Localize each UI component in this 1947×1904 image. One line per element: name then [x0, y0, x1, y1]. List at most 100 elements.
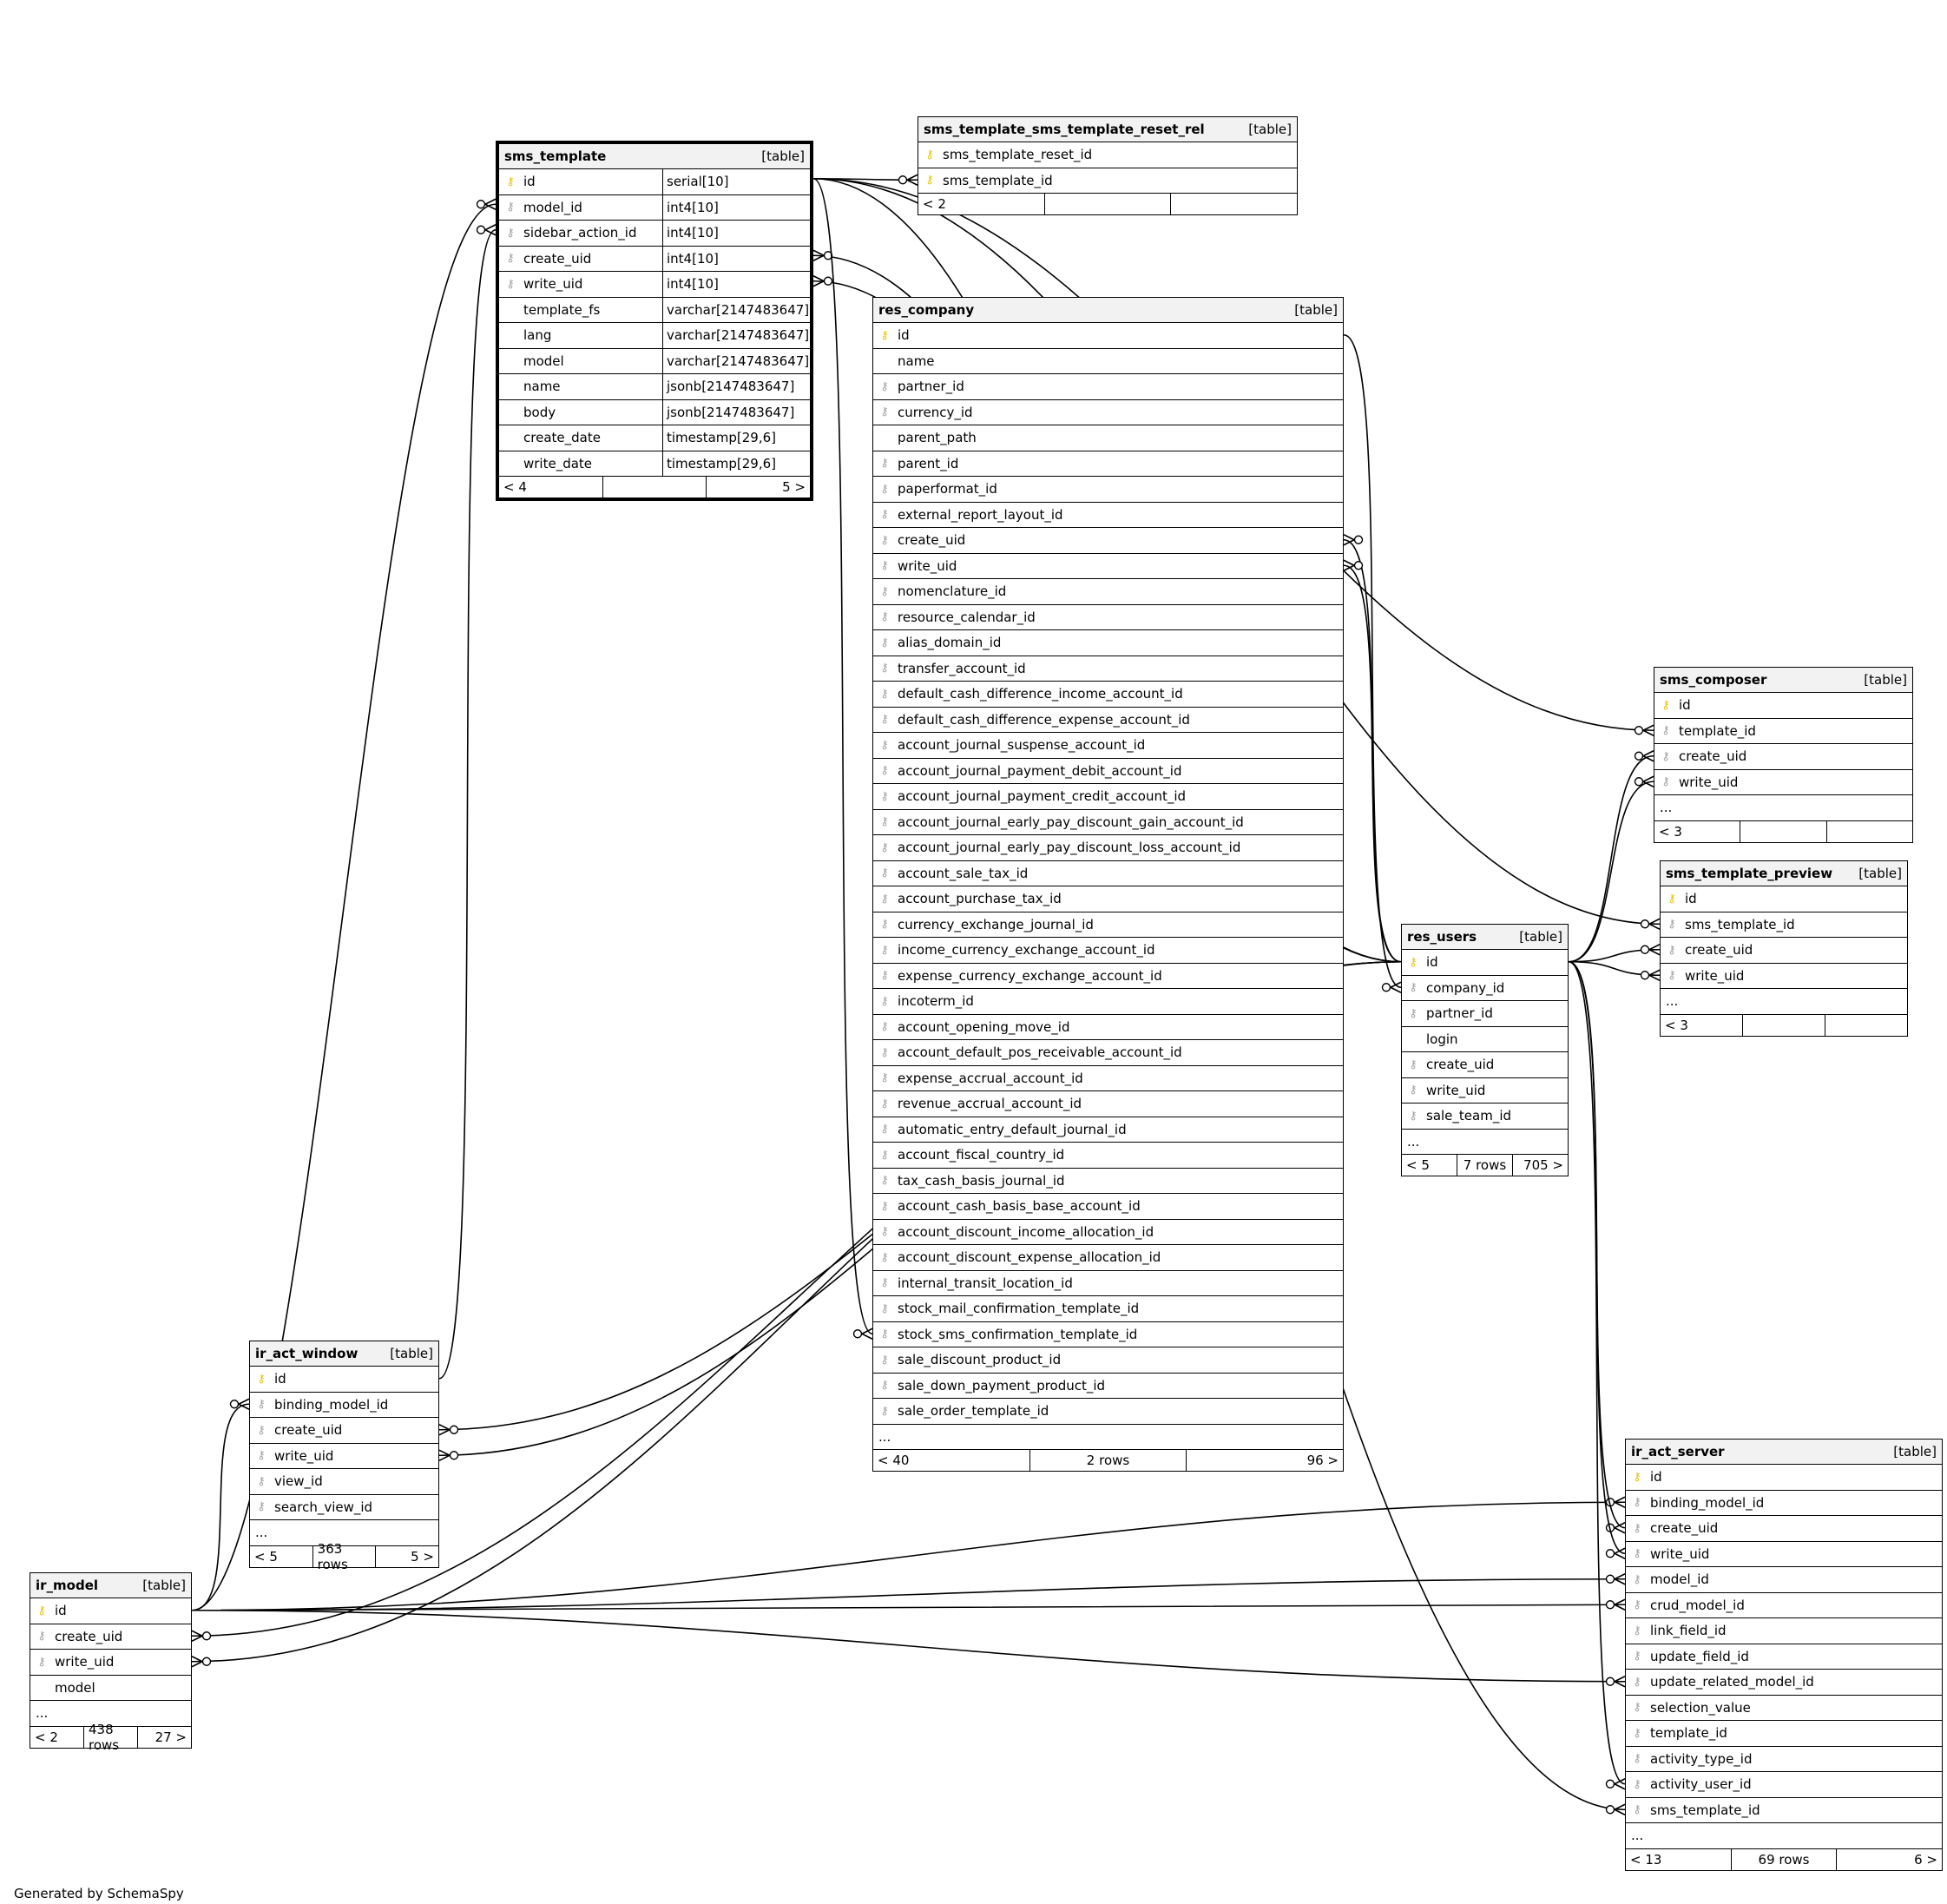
column-row-default-cash-difference-income-account-id[interactable]: ⚷default_cash_difference_income_account_… — [873, 682, 1343, 708]
table-name[interactable]: res_users — [1407, 929, 1477, 945]
column-row-partner-id[interactable]: ⚷partner_id — [1402, 1001, 1568, 1027]
table-name[interactable]: sms_template_sms_template_reset_rel — [924, 122, 1205, 137]
column-row-write-uid[interactable]: ⚷write_uid — [30, 1650, 191, 1676]
column-row-nomenclature-id[interactable]: ⚷nomenclature_id — [873, 579, 1343, 605]
table-sms-template-preview[interactable]: sms_template_preview[table]⚷id⚷sms_templ… — [1660, 860, 1908, 1037]
column-row-create-uid[interactable]: ⚷create_uid — [1661, 938, 1907, 964]
table-ir-act-window[interactable]: ir_act_window[table]⚷id⚷binding_model_id… — [249, 1341, 439, 1572]
column-row-update-related-model-id[interactable]: ⚷update_related_model_id — [1626, 1670, 1942, 1696]
parents-count-link[interactable]: < 3 — [1661, 1014, 1743, 1036]
column-row-account-journal-early-pay-discount-loss-account-id[interactable]: ⚷account_journal_early_pay_discount_loss… — [873, 835, 1343, 861]
column-row-template-id[interactable]: ⚷template_id — [1654, 719, 1912, 744]
table-sms-template-sms-template-reset-rel[interactable]: sms_template_sms_template_reset_rel[tabl… — [918, 116, 1298, 215]
column-row-tax-cash-basis-journal-id[interactable]: ⚷tax_cash_basis_journal_id — [873, 1169, 1343, 1194]
column-row-incoterm-id[interactable]: ⚷incoterm_id — [873, 989, 1343, 1015]
column-row-link-field-id[interactable]: ⚷link_field_id — [1626, 1618, 1942, 1644]
parents-count-link[interactable]: < 5 — [1402, 1155, 1457, 1176]
parents-count-link[interactable]: < 40 — [873, 1450, 1030, 1471]
more-columns-ellipsis[interactable]: ... — [30, 1701, 191, 1727]
parents-count-link[interactable]: < 13 — [1626, 1848, 1732, 1870]
column-row-create-uid[interactable]: ⚷create_uid — [1654, 744, 1912, 770]
children-count-link[interactable]: 5 > — [411, 1548, 435, 1565]
column-row-sms-template-id[interactable]: ⚷sms_template_id — [1626, 1798, 1942, 1823]
parents-count-link[interactable]: < 3 — [1654, 820, 1741, 842]
column-row-partner-id[interactable]: ⚷partner_id — [873, 374, 1343, 400]
column-row-sale-order-template-id[interactable]: ⚷sale_order_template_id — [873, 1399, 1343, 1425]
column-row-account-discount-income-allocation-id[interactable]: ⚷account_discount_income_allocation_id — [873, 1220, 1343, 1245]
column-row-create-uid[interactable]: ⚷create_uid — [1626, 1516, 1942, 1542]
column-row-create-uid[interactable]: ⚷create_uid — [250, 1418, 438, 1444]
column-row-default-cash-difference-expense-account-id[interactable]: ⚷default_cash_difference_expense_account… — [873, 708, 1343, 733]
column-row-account-journal-suspense-account-id[interactable]: ⚷account_journal_suspense_account_id — [873, 733, 1343, 759]
more-columns-ellipsis[interactable]: ... — [1402, 1130, 1568, 1155]
more-columns-ellipsis[interactable]: ... — [1661, 989, 1907, 1015]
column-row-write-uid[interactable]: ⚷write_uid — [1626, 1542, 1942, 1567]
column-row-stock-sms-confirmation-template-id[interactable]: ⚷stock_sms_confirmation_template_id — [873, 1322, 1343, 1347]
column-row-crud-model-id[interactable]: ⚷crud_model_id — [1626, 1593, 1942, 1618]
table-ir-act-server[interactable]: ir_act_server[table]⚷id⚷binding_model_id… — [1625, 1439, 1943, 1871]
column-row-account-purchase-tax-id[interactable]: ⚷account_purchase_tax_id — [873, 886, 1343, 912]
table-name[interactable]: ir_act_window — [255, 1346, 358, 1361]
children-count-link[interactable]: 96 > — [1306, 1453, 1339, 1468]
column-row-expense-accrual-account-id[interactable]: ⚷expense_accrual_account_id — [873, 1066, 1343, 1091]
column-row-sms-template-id[interactable]: ⚷sms_template_id — [918, 168, 1297, 194]
column-row-binding-model-id[interactable]: ⚷binding_model_id — [1626, 1491, 1942, 1516]
column-row-sms-template-id[interactable]: ⚷sms_template_id — [1661, 912, 1907, 938]
table-header[interactable]: ir_act_window[table] — [250, 1341, 438, 1367]
column-row-account-journal-payment-credit-account-id[interactable]: ⚷account_journal_payment_credit_account_… — [873, 784, 1343, 810]
table-name[interactable]: sms_composer — [1660, 672, 1767, 688]
more-columns-ellipsis[interactable]: ... — [1654, 795, 1912, 821]
column-row-automatic-entry-default-journal-id[interactable]: ⚷automatic_entry_default_journal_id — [873, 1117, 1343, 1143]
table-sms-composer[interactable]: sms_composer[table]⚷id⚷template_id⚷creat… — [1654, 667, 1913, 843]
column-row-currency-id[interactable]: ⚷currency_id — [873, 400, 1343, 425]
parents-count-link[interactable]: < 5 — [250, 1545, 313, 1567]
table-header[interactable]: ir_model[table] — [30, 1573, 191, 1598]
table-header[interactable]: res_company[table] — [873, 298, 1343, 323]
more-columns-ellipsis[interactable]: ... — [250, 1520, 438, 1546]
table-name[interactable]: ir_model — [36, 1578, 99, 1593]
column-row-sale-discount-product-id[interactable]: ⚷sale_discount_product_id — [873, 1347, 1343, 1374]
column-row-account-sale-tax-id[interactable]: ⚷account_sale_tax_id — [873, 861, 1343, 886]
parents-count-link[interactable]: < 2 — [30, 1726, 84, 1748]
column-row-account-opening-move-id[interactable]: ⚷account_opening_move_id — [873, 1015, 1343, 1040]
children-count-link[interactable] — [1825, 1015, 1907, 1036]
children-count-link[interactable]: 6 > — [1914, 1851, 1938, 1868]
column-row-paperformat-id[interactable]: ⚷paperformat_id — [873, 477, 1343, 503]
children-count-link[interactable] — [1171, 194, 1297, 214]
column-row-income-currency-exchange-account-id[interactable]: ⚷income_currency_exchange_account_id — [873, 938, 1343, 964]
column-row-sale-down-payment-product-id[interactable]: ⚷sale_down_payment_product_id — [873, 1374, 1343, 1399]
column-row-id[interactable]: ⚷id — [1402, 950, 1568, 976]
column-row-account-journal-early-pay-discount-gain-account-id[interactable]: ⚷account_journal_early_pay_discount_gain… — [873, 810, 1343, 835]
column-row-write-uid[interactable]: ⚷write_uid — [1402, 1078, 1568, 1104]
table-header[interactable]: sms_template_sms_template_reset_rel[tabl… — [918, 117, 1297, 142]
column-row-account-discount-expense-allocation-id[interactable]: ⚷account_discount_expense_allocation_id — [873, 1245, 1343, 1271]
column-row-stock-mail-confirmation-template-id[interactable]: ⚷stock_mail_confirmation_template_id — [873, 1296, 1343, 1322]
column-row-resource-calendar-id[interactable]: ⚷resource_calendar_id — [873, 605, 1343, 630]
children-count-link[interactable]: 705 > — [1523, 1157, 1563, 1173]
table-res-users[interactable]: res_users[table]⚷id⚷company_id⚷partner_i… — [1401, 924, 1569, 1176]
column-row-create-uid[interactable]: ⚷create_uid — [1402, 1052, 1568, 1078]
column-row-sale-team-id[interactable]: ⚷sale_team_id — [1402, 1104, 1568, 1130]
table-header[interactable]: sms_composer[table] — [1654, 668, 1912, 693]
column-row-parent-path[interactable]: parent_path — [873, 425, 1343, 451]
column-row-revenue-accrual-account-id[interactable]: ⚷revenue_accrual_account_id — [873, 1091, 1343, 1117]
column-row-create-uid[interactable]: ⚷create_uid — [30, 1624, 191, 1650]
column-row-search-view-id[interactable]: ⚷search_view_id — [250, 1495, 438, 1520]
table-name[interactable]: ir_act_server — [1631, 1444, 1725, 1459]
table-header[interactable]: sms_template[table] — [499, 144, 810, 169]
column-row-write-uid[interactable]: ⚷write_uid — [1661, 964, 1907, 989]
column-row-selection-value[interactable]: ⚷selection_value — [1626, 1696, 1942, 1721]
column-row-write-uid[interactable]: ⚷write_uid — [873, 554, 1343, 579]
column-row-account-fiscal-country-id[interactable]: ⚷account_fiscal_country_id — [873, 1143, 1343, 1169]
table-header[interactable]: sms_template_preview[table] — [1661, 861, 1907, 886]
